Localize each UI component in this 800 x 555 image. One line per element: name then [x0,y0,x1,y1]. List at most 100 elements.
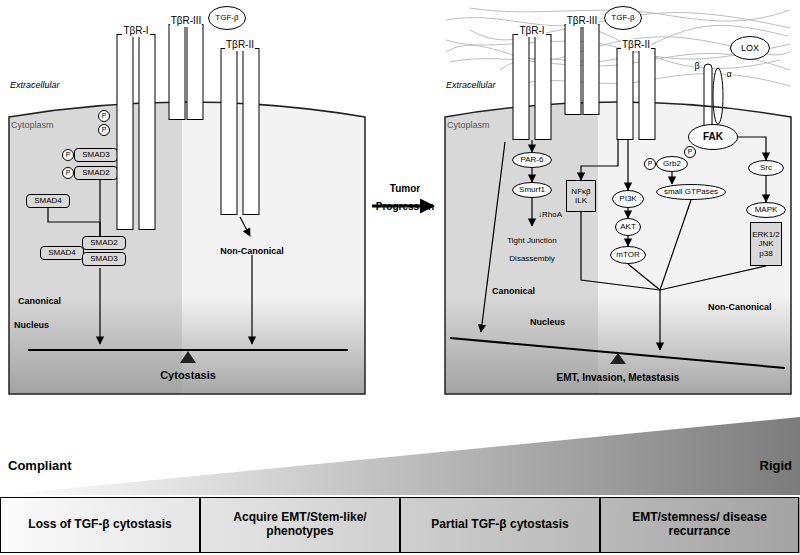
oval-outline [616,219,641,236]
compartment-label: Extracellular [446,80,496,90]
receptor-label: TβR-II [621,39,651,51]
node-label: PI3K [619,194,636,203]
smad-box: SMAD2 [74,166,118,180]
receptor-chain [169,25,185,120]
membrane-line [9,102,365,394]
oval-outline [657,157,688,172]
receptor: TβR-I [508,20,556,140]
node-label: SMAD3 [82,150,110,159]
phospho-circle: P [62,149,74,161]
receptor: TβR-III [560,10,604,115]
receptor-label: TβR-III [170,15,203,27]
compartment-label: Extracellular [10,80,60,90]
connector [671,172,672,184]
receptor-chain [535,35,551,140]
protein-oval: TGF-β [604,6,642,30]
node-label: AKT [620,222,636,231]
label-box: Rigid [680,456,792,474]
protein-oval: mTOR [610,246,646,264]
receptor-bars [612,48,660,140]
protein-oval: Smurf1 [512,182,552,198]
label-box: Cytostasis [138,365,238,383]
oval-outline [731,37,770,60]
connector [765,176,766,202]
node-label: P [102,126,107,134]
phospho-circle: P [684,146,696,158]
annotation-label: Non-Canonical [220,246,284,256]
stage-text: Acquire EMT/Stem-like/ phenotypes [209,511,391,539]
phospho-circle: P [98,110,110,122]
compartment-label: Cytoplasm [447,120,490,130]
annotation-label: ↓RhoA [538,210,562,219]
protein-oval: Src [748,160,784,176]
connector [738,137,766,160]
connector [627,140,628,190]
stage-band: Loss of TGF-β cytostasis [0,497,200,553]
stage-text: EMT/stemness/ disease recurrance [631,511,768,539]
stage-text: Partial TGF-β cytostasis [431,518,568,532]
balance-beam [450,338,785,368]
node-label: SMAD4 [34,196,62,205]
oval-outline [611,247,646,264]
oval-outline [99,111,110,122]
node-label: Grb2 [663,159,681,168]
oval-outline [747,203,786,218]
protein-oval: Grb2 [656,156,688,172]
smad-box: SMAD4 [40,246,84,260]
receptor-chain [565,25,581,115]
receptor-bars [164,24,208,120]
receptor-chain [243,49,259,215]
label-box: ↓RhoA [538,203,582,221]
receptor-chain [583,25,599,115]
label-box: Non-Canonical [708,296,790,314]
protein-box: NFκβ ILK [566,180,596,212]
annotation-label: Non-Canonical [708,302,772,312]
label-box: Tight Junction Disassembly [496,229,568,265]
stage-band: Acquire EMT/Stem-like/ phenotypes [200,497,400,553]
smad-box: SMAD4 [26,194,70,208]
oval-outline [685,147,696,158]
annotation-label: Tumor Progression [376,183,434,212]
receptor-chain [513,35,529,140]
receptor-chain [639,49,655,140]
label-box: α [724,63,734,81]
receptor: TβR-II [216,34,264,215]
smad-box: SMAD3 [82,252,126,266]
annotation-label: Canonical [18,296,61,306]
connector [531,168,532,182]
annotation-label: Compliant [8,458,72,473]
receptor-chain [139,35,155,230]
connector [531,140,532,152]
node-label: P [66,151,71,159]
protein-oval: LOX [730,36,770,60]
receptor-chain [187,25,203,120]
receptor-chain [221,49,237,215]
receptor-bars [560,24,604,115]
stage-bar [0,497,800,553]
receptor: TβR-I [112,20,160,230]
nucleus-shade [9,290,366,395]
smad-box: SMAD3 [74,148,118,162]
cell-outline: ExtracellularCytoplasmNucleusPPPSMAD3PSM… [8,95,366,395]
label-box: Non-Canonical [208,240,296,258]
node-label: P [648,160,653,168]
cell-outline: ExtracellularCytoplasmNucleusFAKPGrb2PSr… [444,95,792,395]
node-label: P [66,169,71,177]
smad-box: SMAD2 [82,236,126,250]
receptor: TβR-III [164,10,208,120]
receptor-bars [112,34,160,230]
connector [627,208,628,218]
node-label: SMAD3 [90,254,118,263]
compartment-label: Cytoplasm [11,120,54,130]
oval-outline [645,159,656,170]
node-label: small GTPases [664,187,718,196]
receptor-chain [117,35,133,230]
node-label: MAPK [755,205,778,214]
annotation-label: β [694,61,699,71]
node-label: P [102,112,107,120]
protein-box: ERK1/2 JNK p38 [750,222,782,266]
label-box: Tumor Progression [368,178,442,214]
receptor-label: TβR-III [566,15,599,27]
connector [581,140,618,180]
stage-band: EMT/stemness/ disease recurrance [600,497,799,553]
